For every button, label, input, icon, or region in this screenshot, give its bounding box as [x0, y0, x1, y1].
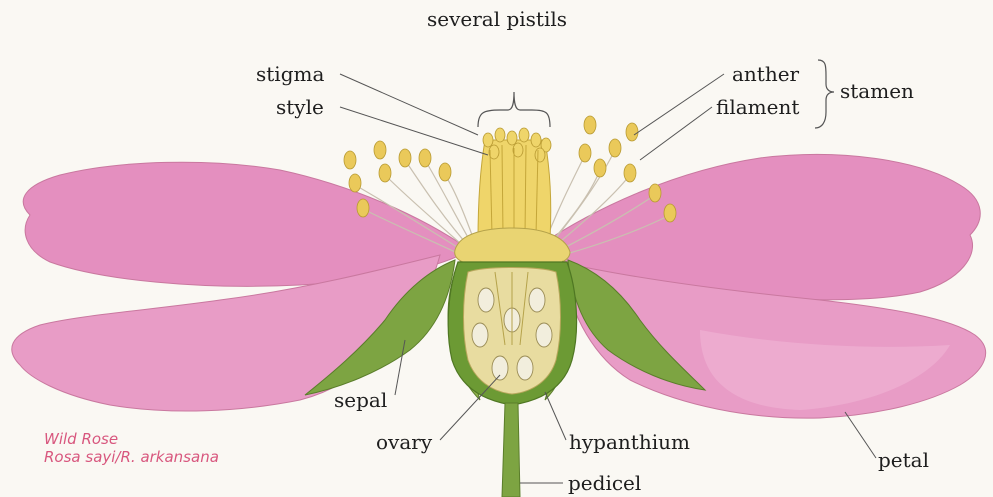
- label-sepal: sepal: [334, 390, 387, 410]
- style-leader: [340, 107, 488, 155]
- petal-leader: [845, 412, 876, 458]
- label-style: style: [276, 97, 324, 117]
- pistils: [478, 128, 551, 240]
- filament-leader: [640, 107, 712, 160]
- caption-common-name: Wild Rose: [44, 431, 118, 448]
- pistils-bracket: [478, 92, 550, 127]
- hypanthium-leader: [545, 392, 566, 440]
- label-hypanthium: hypanthium: [569, 432, 690, 452]
- label-anther: anther: [732, 64, 799, 84]
- label-petal: petal: [878, 450, 929, 470]
- label-stamen: stamen: [840, 81, 914, 101]
- pedicel-stem: [502, 403, 520, 497]
- label-pedicel: pedicel: [568, 473, 641, 493]
- label-ovary: ovary: [376, 432, 432, 452]
- label-several-pistils: several pistils: [427, 9, 567, 29]
- stamen-brace: [815, 60, 834, 128]
- label-stigma: stigma: [256, 64, 324, 84]
- anthers-left: [344, 141, 451, 217]
- anther-leader: [634, 74, 724, 135]
- caption-scientific-name: Rosa sayi/R. arkansana: [44, 449, 219, 466]
- stigma-leader: [340, 74, 478, 135]
- label-filament: filament: [716, 97, 799, 117]
